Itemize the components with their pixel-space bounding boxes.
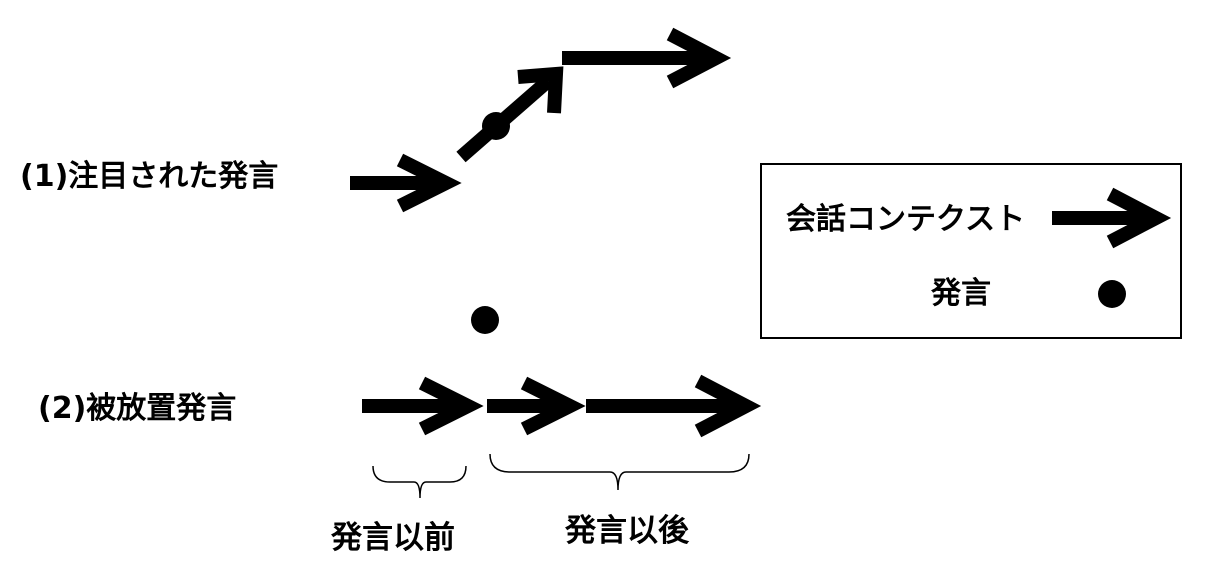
case2-arrow-after-short (487, 376, 586, 436)
before-label: 発言以前 (330, 520, 455, 556)
case2-arrow-after-long (586, 374, 762, 438)
case1-arrow-after (562, 27, 732, 89)
case2-utterance-dot (471, 306, 499, 334)
legend-utterance-dot (1098, 280, 1126, 308)
legend-box (760, 163, 1182, 339)
after-label: 発言以後 (564, 513, 690, 549)
legend-context-arrow (1052, 187, 1172, 249)
after-brace (489, 453, 750, 491)
case2-label: (2)被放置発言 (38, 391, 236, 426)
before-brace (372, 465, 467, 499)
legend-context-label: 会話コンテクスト (786, 202, 1025, 237)
case1-label: (1)注目された発言 (20, 159, 278, 194)
case1-utterance-dot (482, 112, 510, 140)
case1-arrow-diagonal (456, 66, 564, 163)
case2-arrow-before (362, 376, 484, 436)
case1-arrow-before (350, 153, 462, 213)
legend-utterance-label: 発言 (930, 276, 991, 311)
